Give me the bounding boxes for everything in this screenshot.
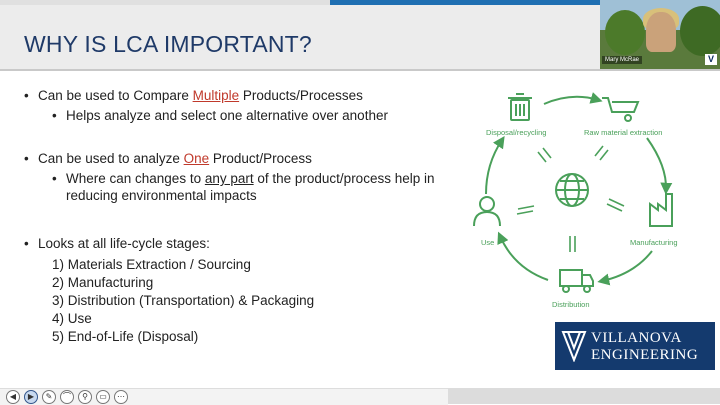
previous-slide-button[interactable]: ◀ [6,390,20,404]
bullet-text: Looks at all life-cycle stages: [38,236,210,251]
label-use: Use [481,238,495,247]
exchange-mark [516,210,534,215]
video-tree-right [680,6,720,56]
lifecycle-diagram-svg [473,92,673,293]
villanova-engineering-logo: VILLANOVA ENGINEERING [555,322,715,370]
more-options-button[interactable]: ⋯ [114,390,128,404]
arrow-raw-to-manufacturing [646,137,673,195]
bullet-compare: •Can be used to Compare Multiple Product… [24,88,363,103]
arrow-disposal-to-raw [543,92,603,105]
logo-line-1: VILLANOVA [591,330,682,346]
next-slide-button[interactable]: ▶ [24,390,38,404]
exchange-mark [537,151,547,163]
sub-bullet-text: of the product/process help in [253,171,435,186]
sub-bullet-analyze: •Where can changes to any part of the pr… [52,171,435,186]
label-distribution: Distribution [552,300,590,309]
zoom-button[interactable]: ⚲ [78,390,92,404]
sub-bullet-compare: •Helps analyze and select one alternativ… [52,108,388,123]
bullet-lifecycle: •Looks at all life-cycle stages: [24,236,210,251]
bullet-text: Products/Processes [239,88,363,103]
pen-tool-button[interactable]: ✎ [42,390,56,404]
top-strip [0,0,330,5]
video-person [646,12,676,52]
slide-title: WHY IS LCA IMPORTANT? [24,31,312,57]
trash-icon [508,93,532,121]
exchange-mark [594,145,604,157]
emphasis-any-part: any part [204,171,254,186]
label-raw-material: Raw material extraction [584,128,663,137]
exchange-mark [599,149,609,161]
view-mode-button[interactable]: ▭ [96,390,110,404]
exchange-mark [606,203,623,212]
stage-item: 2) Manufacturing [52,275,154,290]
top-accent-bar [330,0,600,5]
presentation-toolbar [0,388,448,405]
villanova-shield-icon [561,331,587,362]
truck-icon [559,269,594,293]
annotation-button[interactable]: ⌒ [60,390,74,404]
logo-line-2: ENGINEERING [591,347,699,363]
bullet-text: Can be used to analyze [38,151,184,166]
arrow-manufacturing-to-distribution [597,250,653,286]
arrow-distribution-to-use [497,231,549,281]
sub-bullet-analyze-line2: reducing environmental impacts [66,188,257,203]
emphasis-multiple: Multiple [192,88,240,103]
arrow-use-to-disposal [485,136,505,195]
video-tree-left [605,10,645,55]
slide-title-bar: WHY IS LCA IMPORTANT? [0,5,600,69]
villanova-mini-logo: V [705,54,717,65]
stage-item: 5) End-of-Life (Disposal) [52,329,199,344]
factory-icon [649,193,673,227]
participant-name-label: Mary McRae [602,56,643,64]
exchange-mark [517,205,535,210]
title-divider [0,69,720,71]
label-disposal: Disposal/recycling [486,128,547,137]
exchange-mark [542,147,552,159]
lifecycle-diagram: Disposal/recycling Raw material extracti… [462,86,702,316]
stage-item: 4) Use [52,311,92,326]
label-manufacturing: Manufacturing [630,238,678,247]
sub-bullet-text: Where can changes to [66,171,205,186]
sub-bullet-text: Helps analyze and select one alternative… [66,108,388,123]
stage-item: 3) Distribution (Transportation) & Packa… [52,293,315,308]
toolbar-remainder [448,388,720,404]
bullet-analyze: •Can be used to analyze One Product/Proc… [24,151,312,166]
wheelbarrow-icon [602,97,640,122]
participant-video-tile[interactable]: Mary McRae V [600,0,720,69]
emphasis-one: One [183,151,210,166]
globe-icon [555,173,589,207]
bullet-text: Can be used to Compare [38,88,193,103]
bullet-text: Product/Process [209,151,312,166]
exchange-mark [608,198,625,207]
stage-item: 1) Materials Extraction / Sourcing [52,257,251,272]
person-icon [473,196,501,227]
